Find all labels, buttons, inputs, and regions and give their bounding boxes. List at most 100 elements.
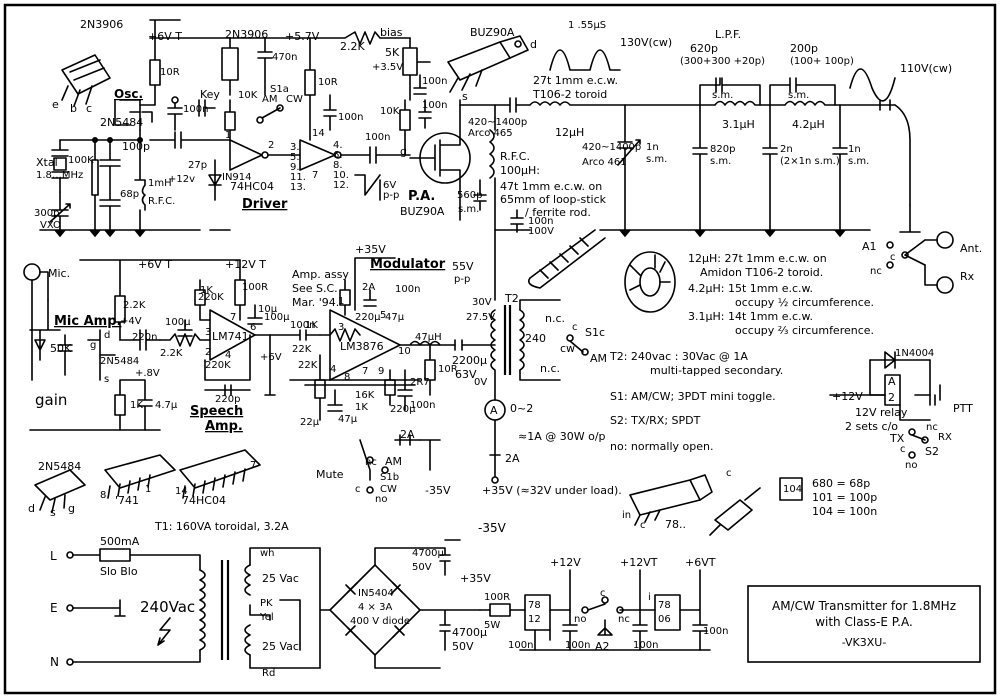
pa-rfc-desc2: 65mm of loop-stick xyxy=(500,193,607,206)
ptt-no-label: no xyxy=(905,460,917,471)
mod-c-cap-label: 2200µ xyxy=(452,354,487,367)
ptt-section xyxy=(829,351,941,459)
bias-section xyxy=(399,37,432,156)
ptt-rx-label: RX xyxy=(938,432,952,443)
osc-transistor-label: 2N5484 xyxy=(100,116,143,129)
mod-assy-2: See S.C. xyxy=(292,282,338,295)
mic-v-src-label: +.8V xyxy=(135,368,160,379)
mic-supply-label: +6V T xyxy=(138,258,172,271)
driver-heading: Driver xyxy=(242,197,288,212)
bias-gnd-c-label: 100n xyxy=(422,100,447,111)
filter-section xyxy=(599,68,911,238)
mod-pin-3: 5 xyxy=(380,310,386,321)
part-pin-s: s xyxy=(50,506,56,519)
neutral-label: N xyxy=(50,655,59,669)
speech-c-out-label: 10µ xyxy=(258,304,278,315)
mod-ic-label: LM3876 xyxy=(340,340,384,353)
speech-r-top-label: 100R xyxy=(242,282,268,293)
ptt-2-label: 2 xyxy=(888,391,895,404)
mod-no-label: no xyxy=(375,494,387,505)
ptt-a-label: A xyxy=(888,375,896,388)
mod-c2-label: 47µ xyxy=(385,312,405,323)
psu-c4-label: 100n xyxy=(703,626,728,637)
rail-57-label: +5.7V xyxy=(285,30,320,43)
t2-nc1-label: n.c. xyxy=(545,312,565,325)
driver-ic-label: 74HC04 xyxy=(230,180,274,193)
t2-pri-label: 240 xyxy=(525,332,546,345)
speech-supply-label: +12V T xyxy=(225,258,266,271)
inductor-note-1: Amidon T106-2 toroid. xyxy=(700,266,823,279)
part-pin-8: 8 xyxy=(100,490,106,501)
filter-c-top2-note: (100+ 100p) xyxy=(790,56,854,67)
osc-c2-label: 68p xyxy=(120,189,139,200)
osc-heading: Osc. xyxy=(114,87,143,101)
psu-i-label: i xyxy=(648,592,651,603)
note-no: no: normally open. xyxy=(610,440,713,453)
reg2-label-a: 78 xyxy=(658,600,671,611)
mic-transistor-label: 2N5484 xyxy=(100,356,139,367)
sheet-border xyxy=(3,3,997,695)
ptt-diode-label: 1N4004 xyxy=(895,348,934,359)
meter-range-label: 0~2 xyxy=(510,402,533,415)
osc-r1-label: 100K xyxy=(68,155,94,166)
mic-amp-section xyxy=(23,259,241,431)
cap-code-1: 101 = 100p xyxy=(812,491,877,504)
mod-assy-1: Amp. assy xyxy=(292,268,349,281)
mod-pin-2: 4 xyxy=(330,364,336,375)
speech-heading-2: Amp. xyxy=(205,419,243,434)
mod-c-label: c xyxy=(355,484,361,495)
note-s2: S2: TX/RX; SPDT xyxy=(610,414,701,427)
psu-wh-label: wh xyxy=(260,548,275,559)
mod-r4-label: 1K xyxy=(355,402,368,413)
bias-c-label: 100n xyxy=(422,76,447,87)
osc-c3-label: 27p xyxy=(188,160,207,171)
psu-r-w-label: 5W xyxy=(484,620,500,631)
speech-ic-label: LM741 xyxy=(212,330,249,343)
psu-neg-rail-label: -35V xyxy=(478,521,507,535)
gain-label: gain xyxy=(35,391,67,409)
psu-v6t-label: +6VT xyxy=(685,556,716,569)
mod-r-in-label: 1K xyxy=(305,320,318,331)
part-pin-14: 14 xyxy=(175,486,188,497)
psu-c-neg-label: 4700µ xyxy=(412,548,444,559)
driver-pin-in-3: 11. xyxy=(290,172,306,183)
driver-pin-out-2: 8. xyxy=(333,160,343,171)
mod-fuse-label: 2A xyxy=(400,428,415,441)
driver-pin7-label: 7 xyxy=(312,170,318,181)
modulator-section xyxy=(269,257,496,494)
pa-c-shunt-sm-label: s.m. xyxy=(458,204,479,215)
speech-r-fb-label: 220K xyxy=(198,292,224,303)
note-t2: T2: 240vac : 30Vac @ 1A xyxy=(609,350,748,363)
bias-label: bias xyxy=(380,26,403,39)
keying-section xyxy=(149,31,411,141)
mic-r-src-label: 1K xyxy=(130,400,143,411)
part-reg-c2: c xyxy=(726,468,732,479)
mic-pin-s: s xyxy=(104,374,109,385)
t2-tap-mid: 27.5V xyxy=(466,312,495,323)
pa-rfc-desc3: / ferrite rod. xyxy=(525,206,591,219)
pa-part-label: BUZ90A xyxy=(470,26,515,39)
speech-pin4: 4 xyxy=(225,350,231,361)
driver-pin1-label: 1 xyxy=(225,130,231,141)
filter-c-top1: 620p xyxy=(690,42,718,55)
bias-pot-label: 5K xyxy=(385,46,400,59)
mic-pot-label: 50K xyxy=(50,342,72,355)
driver-pin-out-1: 6. xyxy=(333,150,343,161)
inductor-note-0: 12µH: 27t 1mm e.c.w. on xyxy=(688,252,827,265)
driver-pin-in-1: 5. xyxy=(290,152,300,163)
note-s1: S1: AM/CW; 3PDT mini toggle. xyxy=(610,390,776,403)
osc-c4-label: 100n xyxy=(183,104,208,115)
mod-c-sup-label: 100n xyxy=(395,284,420,295)
title-line2: with Class-E P.A. xyxy=(815,615,913,629)
keying-r-label: 10K xyxy=(238,90,258,101)
modulator-heading: Modulator xyxy=(370,257,446,272)
pin-e-label: e xyxy=(52,98,59,111)
note-t2b: multi-tapped secondary. xyxy=(650,364,783,377)
psu-v12-label: +12V xyxy=(550,556,581,569)
ptt-v-label: +12V xyxy=(832,390,863,403)
earth-label: E xyxy=(50,601,58,615)
part-pin-d: d xyxy=(28,502,35,515)
speech-c-fb-label: 220p xyxy=(215,394,240,405)
part-741-label: '741 xyxy=(115,494,139,507)
bias-r1-label: 2.2K xyxy=(340,40,365,53)
